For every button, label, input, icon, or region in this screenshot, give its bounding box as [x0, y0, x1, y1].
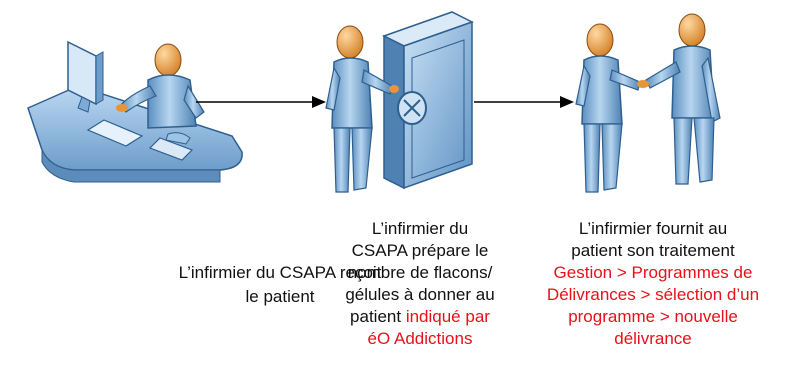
caption-line: L’infirmier fournit au [578, 219, 728, 238]
caption-highlight: Délivrances > sélection d’un [546, 285, 760, 304]
caption-line: L’infirmier du CSAPA reçoit [178, 263, 382, 282]
step-3-caption: L’infirmier fournit au patient son trait… [510, 218, 796, 350]
step-2-caption: L’infirmier du CSAPA prépare le nombre d… [302, 218, 538, 350]
caption-highlight: Gestion > Programmes de [553, 263, 753, 282]
caption-line: nombre de flacons/ [347, 263, 493, 282]
caption-line: CSAPA prépare le [351, 241, 489, 260]
handshake-icon [575, 13, 721, 193]
caption-line: L’infirmier du [371, 219, 469, 238]
step-1-caption: L’infirmier du CSAPA reçoit le patient [130, 261, 430, 309]
caption-line: le patient [245, 287, 315, 306]
caption-line: patient indiqué par [302, 306, 538, 328]
arrow-2 [474, 96, 574, 108]
nurse-at-safe-icon [325, 11, 474, 193]
nurse-at-desk-icon [27, 40, 243, 183]
caption-line: patient son traitement [571, 241, 735, 260]
caption-line: gélules à donner au [345, 285, 495, 304]
caption-highlight: programme > nouvelle [568, 307, 738, 326]
caption-highlight: indiqué par [405, 307, 490, 326]
caption-highlight: éO Addictions [367, 329, 473, 348]
caption-highlight: délivrance [614, 329, 692, 348]
arrow-1 [196, 96, 326, 108]
caption-text: patient [350, 307, 406, 326]
